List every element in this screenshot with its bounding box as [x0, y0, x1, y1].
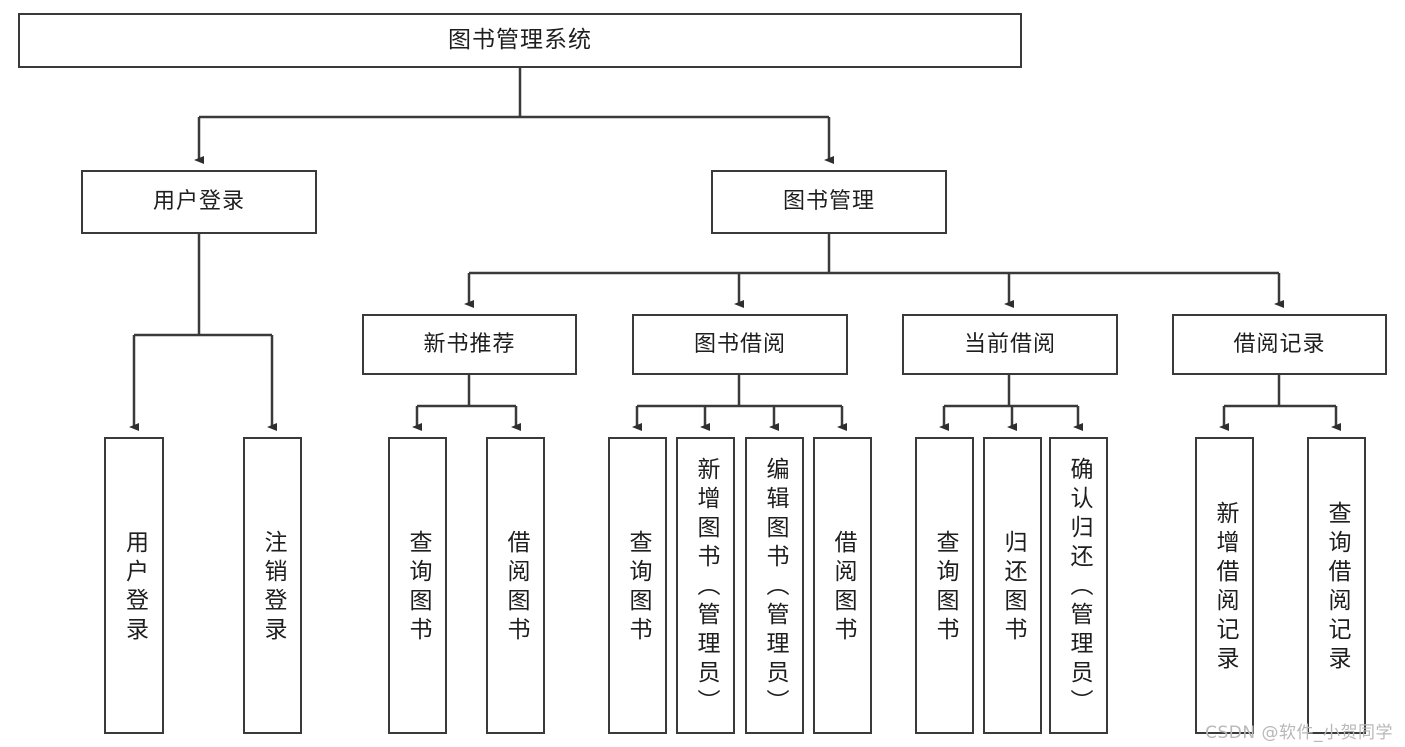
- node-current-borrow-label: 当前借阅: [963, 331, 1056, 357]
- node-leaf-borrow-book-1[interactable]: 借阅图书: [486, 437, 545, 734]
- node-book-borrow-label: 图书借阅: [693, 331, 786, 357]
- node-leaf-edit-book-label: 编辑图书（管理员）: [762, 457, 788, 718]
- node-leaf-query-record[interactable]: 查询借阅记录: [1307, 437, 1366, 734]
- node-new-book-rec-label: 新书推荐: [423, 331, 516, 357]
- node-root[interactable]: 图书管理系统: [18, 13, 1022, 68]
- watermark: CSDN @软件_小贺同学: [1205, 723, 1393, 743]
- node-leaf-logout[interactable]: 注销登录: [243, 437, 302, 734]
- node-user-login[interactable]: 用户登录: [81, 170, 317, 234]
- node-leaf-query-record-label: 查询借阅记录: [1324, 500, 1350, 675]
- node-leaf-confirm-return-label: 确认归还（管理员）: [1066, 457, 1092, 718]
- node-leaf-add-record-label: 新增借阅记录: [1212, 500, 1238, 675]
- node-leaf-user-login[interactable]: 用户登录: [104, 437, 164, 734]
- node-leaf-borrow-book-2[interactable]: 借阅图书: [813, 437, 872, 734]
- node-user-login-label: 用户登录: [152, 189, 245, 215]
- node-leaf-borrow-book-1-label: 借阅图书: [503, 529, 529, 646]
- node-leaf-return-book[interactable]: 归还图书: [983, 437, 1042, 734]
- node-leaf-query-book-3[interactable]: 查询图书: [915, 437, 974, 734]
- node-leaf-query-book-1-label: 查询图书: [405, 529, 431, 646]
- node-new-book-rec[interactable]: 新书推荐: [362, 314, 577, 375]
- node-leaf-logout-label: 注销登录: [260, 529, 286, 646]
- node-leaf-query-book-2[interactable]: 查询图书: [608, 437, 667, 734]
- node-leaf-edit-book[interactable]: 编辑图书（管理员）: [745, 437, 804, 734]
- node-leaf-query-book-3-label: 查询图书: [932, 529, 958, 646]
- node-current-borrow[interactable]: 当前借阅: [902, 314, 1118, 375]
- node-book-manage-label: 图书管理: [782, 189, 875, 215]
- node-book-manage[interactable]: 图书管理: [711, 170, 947, 234]
- node-book-borrow[interactable]: 图书借阅: [632, 314, 848, 375]
- node-leaf-add-book-label: 新增图书（管理员）: [693, 457, 719, 718]
- node-root-label: 图书管理系统: [448, 27, 592, 54]
- node-leaf-add-book[interactable]: 新增图书（管理员）: [676, 437, 735, 734]
- node-leaf-return-book-label: 归还图书: [1000, 529, 1026, 646]
- node-leaf-add-record[interactable]: 新增借阅记录: [1195, 437, 1254, 734]
- node-leaf-borrow-book-2-label: 借阅图书: [830, 529, 856, 646]
- node-leaf-user-login-label: 用户登录: [121, 529, 148, 646]
- node-leaf-query-book-1[interactable]: 查询图书: [388, 437, 447, 734]
- node-borrow-record[interactable]: 借阅记录: [1172, 314, 1387, 375]
- node-leaf-confirm-return[interactable]: 确认归还（管理员）: [1049, 437, 1108, 734]
- node-borrow-record-label: 借阅记录: [1233, 331, 1326, 357]
- node-leaf-query-book-2-label: 查询图书: [625, 529, 651, 646]
